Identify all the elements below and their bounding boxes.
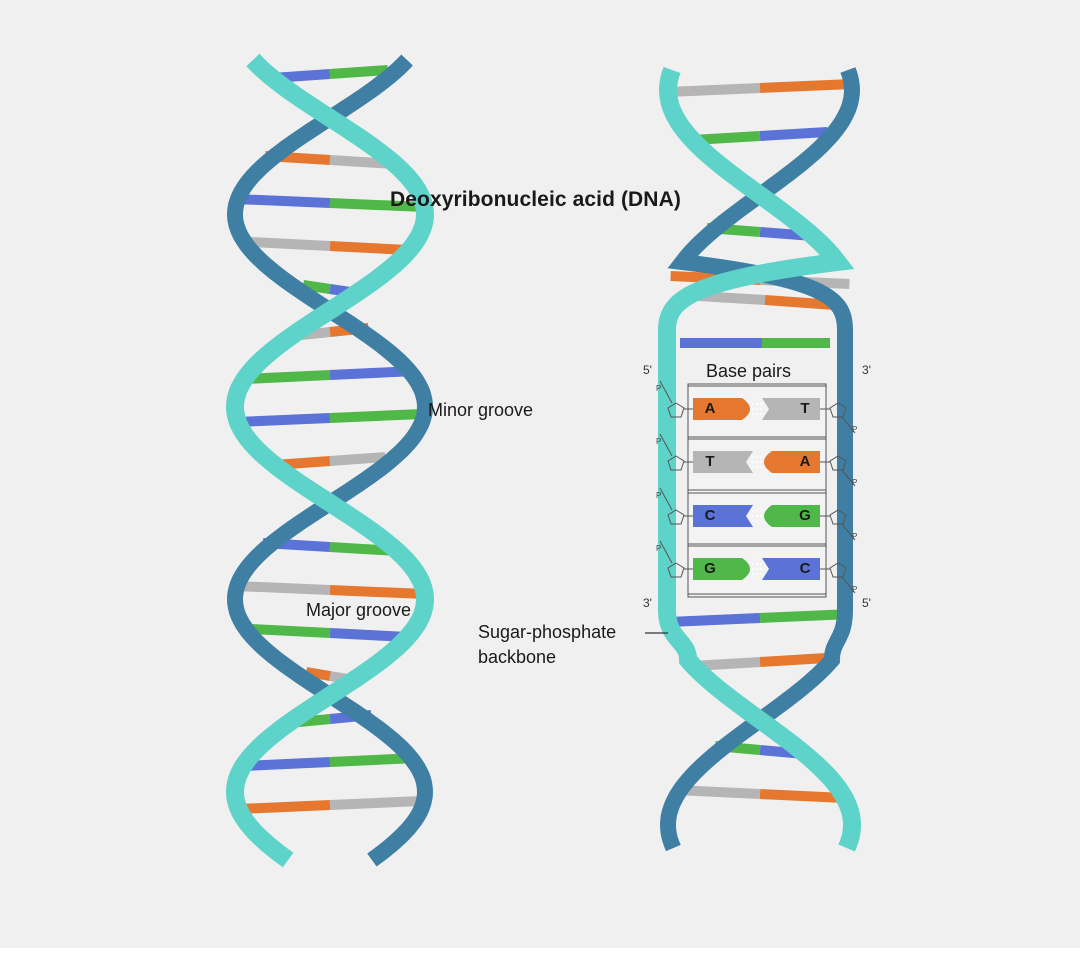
backbone-label-line2: backbone: [478, 647, 557, 667]
base-letter-4-left: G: [704, 560, 716, 577]
base-letter-1-left: A: [704, 400, 716, 417]
base-rung-half: [668, 613, 761, 627]
sugar-left: [667, 509, 685, 525]
base-rung-half: [329, 198, 425, 212]
phosphate-link: [841, 469, 856, 487]
base-rung-half: [243, 757, 331, 771]
phosphate-marker: P: [656, 544, 662, 553]
base-rung-half: [759, 653, 827, 667]
base-letter-4-right: C: [799, 560, 811, 577]
base-pair-cell: [687, 545, 827, 598]
strand-end-right-bottom: 5': [862, 596, 871, 610]
sugar-left: [667, 455, 685, 471]
base-rung-half: [759, 789, 845, 803]
base-rung-half: [759, 79, 853, 93]
base-pairs-label: Base pairs: [706, 361, 792, 381]
base-c-shape: [693, 505, 753, 527]
phosphate-marker: P: [852, 478, 858, 487]
base-pair-cell: [687, 492, 827, 545]
minor-groove-label: Minor groove: [428, 400, 534, 420]
base-letter-1-right: T: [800, 400, 810, 417]
phosphate-marker: P: [656, 491, 662, 500]
backbone-label-line1: Sugar-phosphate: [478, 622, 617, 642]
phosphate-link: [841, 523, 856, 541]
major-groove-label: Major groove: [306, 600, 412, 620]
light-backbone-strands: [225, 53, 862, 868]
strand-end-right-top: 3': [862, 363, 871, 377]
base-g-shape: [764, 505, 820, 527]
sugar-right: [829, 509, 847, 525]
base-rung-half: [697, 291, 766, 305]
base-pair-cell: [687, 385, 827, 438]
sugar-right: [829, 455, 847, 471]
base-a-shape: [764, 451, 820, 473]
sugar-left: [667, 562, 685, 578]
base-rung-half: [238, 800, 331, 814]
phosphate-link: [841, 576, 856, 594]
diagram-title: Deoxyribonucleic acid (DNA): [390, 188, 681, 211]
phosphate-link: [659, 487, 673, 511]
base-rung-half: [250, 237, 331, 251]
base-pair-cell: [687, 438, 827, 491]
base-rung-half: [329, 796, 422, 810]
base-rung-half: [764, 295, 836, 310]
base-letter-3-left: C: [704, 507, 716, 524]
phosphate-link: [659, 433, 673, 457]
base-rung-half: [305, 667, 331, 681]
right-helix-dark-strand: [659, 67, 861, 852]
base-letter-2-left: T: [705, 453, 715, 470]
base-g-shape: [693, 558, 750, 580]
phosphate-marker: P: [656, 384, 662, 393]
base-rung-half: [252, 624, 331, 638]
base-letter-2-right: A: [799, 453, 811, 470]
base-rung-half: [244, 370, 331, 384]
base-letter-3-right: G: [799, 507, 811, 524]
base-rung-half: [667, 83, 761, 97]
base-t-shape: [762, 398, 820, 420]
phosphate-link: [659, 380, 673, 404]
dark-backbone-strands: [226, 54, 861, 867]
phosphate-link: [841, 416, 856, 434]
strand-end-left-top: 5': [643, 363, 652, 377]
left-helix-dark-strand: [226, 54, 434, 867]
base-rung-half: [329, 65, 389, 79]
base-rung-half: [329, 452, 386, 466]
base-rung-half: [235, 194, 331, 208]
base-rung-half: [759, 609, 852, 623]
base-rung-half: [302, 280, 331, 294]
base-rung-half: [329, 409, 423, 423]
sugar-right: [829, 402, 847, 418]
base-rung-half: [237, 413, 331, 427]
phosphate-marker: P: [656, 437, 662, 446]
strand-end-left-bottom: 3': [643, 596, 652, 610]
base-rung-half: [759, 127, 828, 141]
base-rung-half: [329, 585, 425, 599]
base-rung-half: [235, 581, 331, 595]
base-pairs-panel: [645, 380, 856, 634]
right-helix-light-strand: [658, 66, 862, 852]
base-a-shape: [693, 398, 750, 420]
phosphate-link: [659, 540, 673, 564]
base-rung-half: [329, 628, 408, 642]
base-c-shape: [762, 558, 820, 580]
left-helix-light-strand: [225, 53, 435, 868]
base-t-shape: [693, 451, 753, 473]
phosphate-marker: P: [852, 585, 858, 594]
base-rung-half: [329, 241, 410, 255]
sugar-right: [829, 562, 847, 578]
sugar-left: [667, 402, 685, 418]
phosphate-marker: P: [852, 532, 858, 541]
phosphate-marker: P: [852, 425, 858, 434]
